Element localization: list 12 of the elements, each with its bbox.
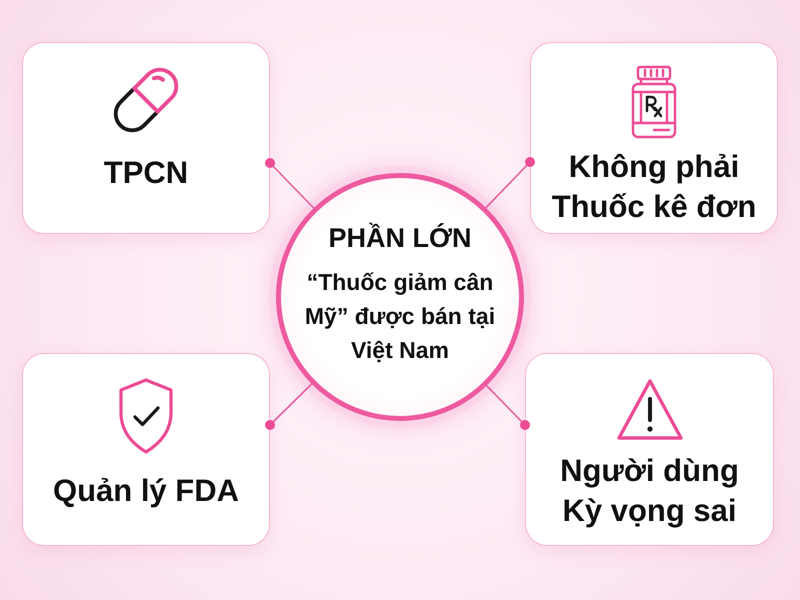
- info-card: [525, 353, 774, 546]
- hub-text: “Thuốc giảm cân Mỹ” được bán tại Việt Nam: [304, 268, 496, 365]
- info-card: [22, 353, 270, 546]
- card-label: Không phải Thuốc kê đơn: [550, 148, 758, 226]
- card-label: Quản lý FDA: [52, 472, 239, 510]
- connector-line: [265, 383, 312, 430]
- info-card: [530, 42, 778, 234]
- card-label: Người dùng Kỳ vọng sai: [559, 452, 740, 530]
- info-card: [22, 42, 270, 234]
- connector-line: [486, 385, 530, 430]
- card-label: TPCN: [104, 154, 188, 192]
- hub-heading: PHẦN LỚN: [328, 222, 472, 255]
